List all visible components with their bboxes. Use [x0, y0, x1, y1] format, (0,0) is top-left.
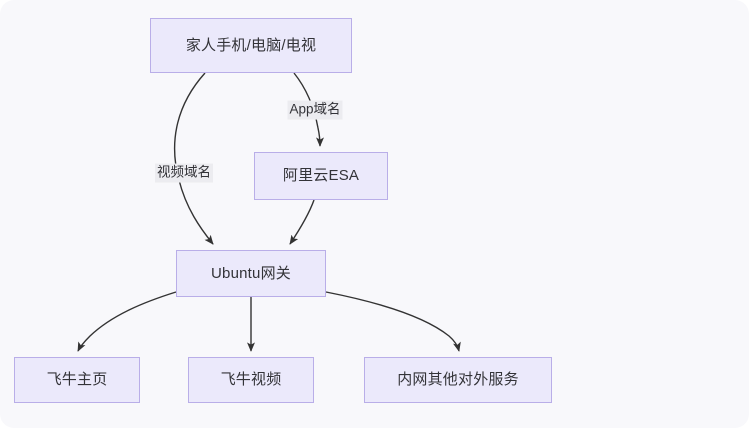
edge-gateway-to-home [77, 291, 177, 352]
edge-gateway-to-others [325, 291, 461, 352]
node-aliyun-esa-label: 阿里云ESA [282, 167, 360, 184]
edge-clients-to-gateway [173, 72, 214, 245]
edge-label-video-domain: 视频域名 [155, 163, 213, 183]
node-ubuntu-gateway[interactable]: Ubuntu网关 [176, 250, 326, 297]
node-aliyun-esa[interactable]: 阿里云ESA [254, 152, 388, 200]
edge-esa-to-gateway [289, 199, 315, 245]
node-intranet-other-services-label: 内网其他对外服务 [397, 371, 519, 388]
node-intranet-other-services[interactable]: 内网其他对外服务 [364, 357, 552, 403]
edge-label-app-domain: App域名 [287, 100, 343, 120]
node-ubuntu-gateway-label: Ubuntu网关 [211, 264, 291, 282]
node-clients[interactable]: 家人手机/电脑/电视 [150, 18, 352, 73]
node-feiniu-video-label: 飞牛视频 [220, 371, 282, 388]
node-feiniu-video[interactable]: 飞牛视频 [188, 357, 314, 403]
node-feiniu-home-label: 飞牛主页 [46, 371, 108, 388]
node-clients-label: 家人手机/电脑/电视 [185, 36, 317, 54]
node-feiniu-home[interactable]: 飞牛主页 [14, 357, 140, 403]
